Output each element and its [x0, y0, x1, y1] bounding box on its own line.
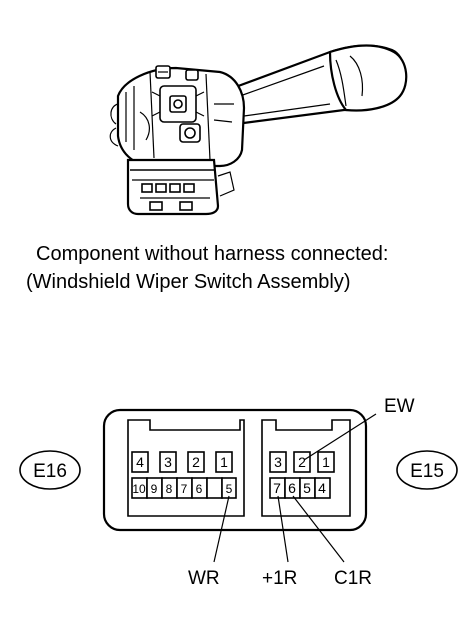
- connector-e15-top-pins: 3 2 1: [269, 451, 335, 473]
- connector-tag-e15-label: E15: [410, 461, 444, 482]
- signal-label-plus1r: +1R: [262, 568, 297, 589]
- connector-e16-top-pins: 4 3 2 1: [131, 451, 233, 473]
- pin-e15-2: 2: [298, 454, 306, 470]
- signal-label-ew: EW: [384, 396, 415, 417]
- signal-leaders: [213, 413, 377, 563]
- pin-e16-9: 9: [151, 482, 158, 496]
- pin-e15-6: 6: [288, 480, 296, 496]
- pin-e15-7: 7: [273, 480, 281, 496]
- connector-tag-e16-label: E16: [33, 461, 67, 482]
- pin-e15-1: 1: [322, 454, 330, 470]
- pin-e16-5: 5: [226, 482, 233, 496]
- connector-e16-bottom-pins: 10 9 8 7 6 5: [131, 477, 237, 499]
- pin-e15-5: 5: [303, 480, 311, 496]
- wiper-switch-illustration: [109, 44, 408, 216]
- connector-tag-e16: E16: [19, 450, 81, 490]
- connector-tag-e15: E15: [396, 450, 458, 490]
- pin-e16-7: 7: [181, 482, 188, 496]
- pin-e16-10: 10: [132, 482, 146, 496]
- signal-label-wr: WR: [188, 568, 220, 589]
- pin-e15-4: 4: [318, 480, 326, 496]
- pin-e16-3: 3: [164, 454, 172, 470]
- pin-e16-8: 8: [166, 482, 173, 496]
- pin-e16-6: 6: [196, 482, 203, 496]
- pin-e16-1: 1: [220, 454, 228, 470]
- caption-line-2: (Windshield Wiper Switch Assembly): [26, 271, 351, 293]
- connector-face: 4 3 2 1 10 9 8 7 6 5 3 2 1: [102, 408, 368, 532]
- pin-e16-4: 4: [136, 454, 144, 470]
- pin-e16-2: 2: [192, 454, 200, 470]
- caption-line-1: Component without harness connected:: [36, 243, 388, 265]
- pin-e15-3: 3: [274, 454, 282, 470]
- connector-e15-bottom-pins: 7 6 5 4: [269, 477, 331, 499]
- signal-label-c1r: C1R: [334, 568, 372, 589]
